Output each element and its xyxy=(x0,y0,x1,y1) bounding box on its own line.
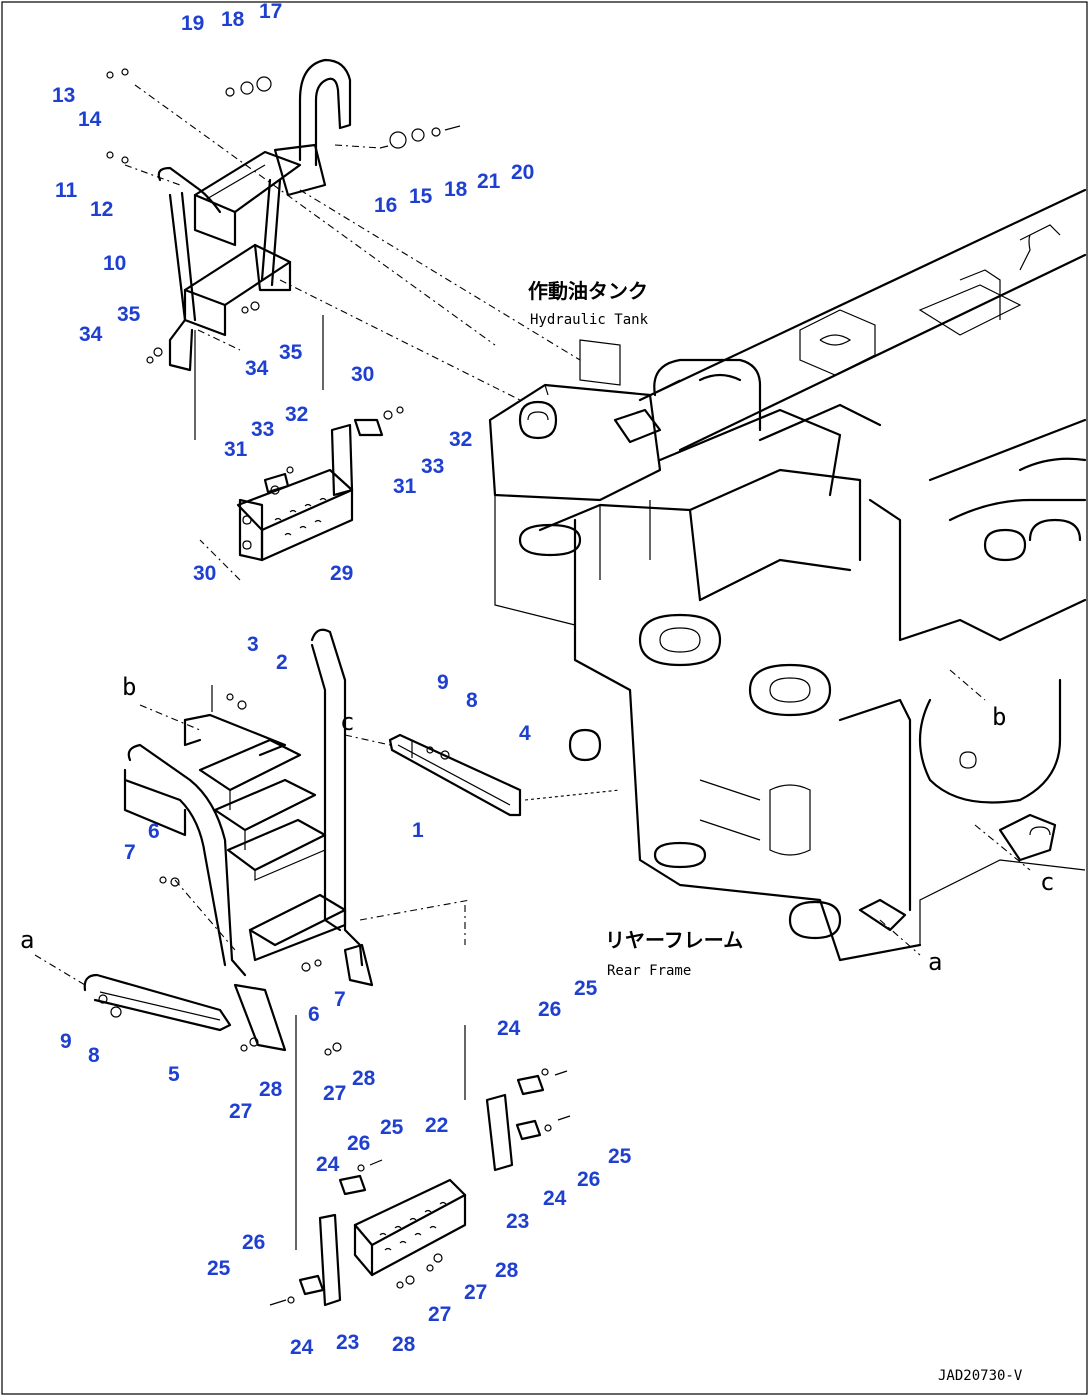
part-callout: 13 xyxy=(52,84,75,107)
part-callout: 35 xyxy=(279,341,303,364)
part-callout: 31 xyxy=(224,438,248,461)
part-callout: 20 xyxy=(511,161,534,184)
rear-frame-outline xyxy=(488,188,1087,962)
part-callout: 27 xyxy=(464,1281,487,1304)
part-callout: 28 xyxy=(392,1333,416,1356)
part-callout: 14 xyxy=(78,108,102,131)
part-callout: 12 xyxy=(90,198,113,221)
part-callout: 25 xyxy=(608,1145,632,1168)
part-callout: 34 xyxy=(79,323,103,346)
part-callout: 26 xyxy=(577,1168,600,1191)
part-callout: 27 xyxy=(428,1303,451,1326)
part-callout: 28 xyxy=(352,1067,376,1090)
part-callout: 18 xyxy=(221,8,245,31)
part-callout: 6 xyxy=(308,1003,320,1026)
part-callout: 34 xyxy=(245,357,269,380)
part-callout: 7 xyxy=(334,988,346,1011)
part-callout: 23 xyxy=(506,1210,529,1233)
tank-label-jp: 作動油タンク xyxy=(528,279,648,303)
assembly-lines xyxy=(34,84,1031,1250)
part-callout: 10 xyxy=(103,252,126,275)
part-callout: 28 xyxy=(259,1078,283,1101)
tank-label-en: Hydraulic Tank xyxy=(530,312,649,328)
part-callout: 28 xyxy=(495,1259,519,1282)
part-callout: 9 xyxy=(60,1030,72,1053)
part-callout: 24 xyxy=(543,1187,567,1210)
bottom-step xyxy=(269,1068,571,1307)
part-callout: 32 xyxy=(285,403,308,426)
part-callout: 17 xyxy=(259,0,282,23)
upper-ladder xyxy=(106,58,461,562)
frame-label-en: Rear Frame xyxy=(607,963,691,979)
part-callout: 26 xyxy=(347,1132,370,1155)
part-callout: 3 xyxy=(247,633,259,656)
part-callout: 8 xyxy=(88,1044,100,1067)
part-callout: 33 xyxy=(421,455,444,478)
part-callout: 5 xyxy=(168,1063,180,1086)
part-callout: 21 xyxy=(477,170,501,193)
part-callout: 18 xyxy=(444,178,468,201)
part-callout: 35 xyxy=(117,303,141,326)
part-callout: 31 xyxy=(393,475,417,498)
part-callout: 7 xyxy=(124,841,136,864)
reference-letter: c xyxy=(1040,868,1054,896)
part-callout: 11 xyxy=(55,179,78,202)
part-callout: 2 xyxy=(276,651,288,674)
part-callout: 8 xyxy=(466,689,478,712)
part-callout: 4 xyxy=(519,722,531,745)
part-callout: 19 xyxy=(181,12,204,35)
part-callout: 30 xyxy=(193,562,216,585)
part-callout: 27 xyxy=(229,1100,252,1123)
part-callout: 24 xyxy=(290,1336,314,1359)
part-callout: 23 xyxy=(336,1331,359,1354)
part-callout: 24 xyxy=(497,1017,521,1040)
part-callout: 6 xyxy=(148,820,160,843)
reference-letter: a xyxy=(928,948,942,976)
frame-label-jp: リヤーフレーム xyxy=(605,928,743,952)
part-callout: 27 xyxy=(323,1082,346,1105)
part-callout: 24 xyxy=(316,1153,340,1176)
part-callout: 33 xyxy=(251,418,274,441)
main-ladder xyxy=(83,628,522,1056)
part-callout: 1 xyxy=(412,819,424,842)
part-callout: 25 xyxy=(574,977,598,1000)
part-callout: 16 xyxy=(374,194,397,217)
part-callout: 15 xyxy=(409,185,433,208)
part-callout: 30 xyxy=(351,363,374,386)
part-callout: 26 xyxy=(538,998,561,1021)
part-callout: 26 xyxy=(242,1231,265,1254)
reference-letter: b xyxy=(992,703,1006,731)
reference-letter: b xyxy=(122,673,136,701)
part-callout: 25 xyxy=(380,1116,404,1139)
part-callout: 22 xyxy=(425,1114,448,1137)
reference-letter: a xyxy=(20,926,34,954)
part-callout: 32 xyxy=(449,428,472,451)
reference-letter: c xyxy=(340,708,354,736)
drawing-code: JAD20730-V xyxy=(938,1368,1023,1384)
part-callout: 25 xyxy=(207,1257,231,1280)
part-callout: 29 xyxy=(330,562,353,585)
part-callout: 9 xyxy=(437,671,449,694)
